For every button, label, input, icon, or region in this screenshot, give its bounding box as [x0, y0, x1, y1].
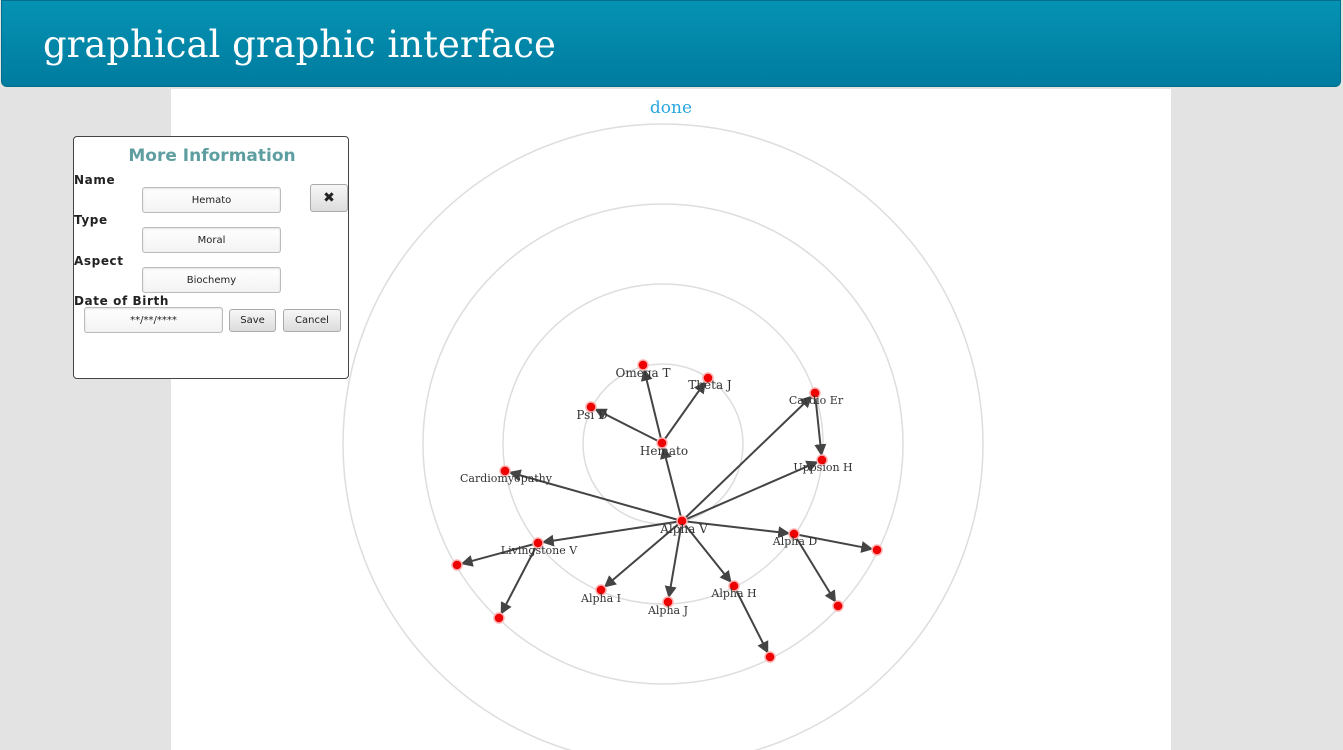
edge-livingstone-v-leaf-2: [500, 542, 539, 615]
node-label-hemato: Hemato: [640, 444, 688, 458]
node-theta-j[interactable]: [702, 372, 714, 384]
node-leaf-1[interactable]: [451, 559, 463, 571]
close-icon: ✖: [323, 190, 335, 206]
dob-input[interactable]: [84, 307, 223, 333]
edge-cardio-er-uppsion-h: [814, 392, 827, 457]
name-input[interactable]: [142, 187, 281, 213]
node-label-alpha-h: Alpha H: [710, 587, 756, 600]
edge-alpha-v-alpha-i: [603, 520, 683, 588]
dob-label: Date of Birth: [74, 294, 170, 308]
node-uppsion-h[interactable]: [816, 454, 828, 466]
edge-livingstone-v-leaf-1: [460, 542, 539, 567]
node-label-alpha-i: Alpha I: [580, 592, 621, 605]
node-label-theta-j: Theta J: [688, 378, 732, 392]
node-leaf-4[interactable]: [871, 544, 883, 556]
graph-labels: Alpha V Hemato Omega T Theta J Psi D Cardio E…: [460, 366, 853, 617]
node-label-cardiomyopathy: Cardiomyopathy: [460, 472, 553, 485]
more-information-panel: More Information Name ✖ Type Aspect Date…: [73, 136, 349, 379]
save-button[interactable]: Save: [229, 309, 276, 332]
status-text: done: [649, 98, 693, 118]
node-leaf-2[interactable]: [493, 612, 505, 624]
radial-rings: [342, 123, 984, 750]
edge-alpha-v-cardiomyopathy: [508, 469, 683, 522]
node-cardiomyopathy[interactable]: [499, 465, 511, 477]
node-alpha-h[interactable]: [728, 580, 740, 592]
ring-4: [342, 123, 984, 750]
ring-3: [422, 203, 904, 685]
graph-nodes[interactable]: [451, 359, 883, 663]
type-label: Type: [74, 213, 108, 227]
node-hemato[interactable]: [656, 437, 668, 449]
edge-hemato-psi-d: [594, 408, 663, 444]
aspect-label: Aspect: [74, 254, 124, 268]
aspect-input[interactable]: [142, 267, 281, 293]
node-label-omega-t: Omega T: [616, 366, 671, 380]
node-alpha-i[interactable]: [595, 584, 607, 596]
edge-alpha-v-livingstone-v: [541, 520, 683, 547]
node-psi-d[interactable]: [585, 401, 597, 413]
node-leaf-5[interactable]: [832, 600, 844, 612]
edge-alpha-v-cardio-er: [681, 395, 813, 522]
edge-alpha-v-hemato: [660, 446, 683, 522]
graph-edges: [460, 368, 874, 654]
edge-alpha-h-leaf-3: [733, 585, 769, 654]
node-leaf-3[interactable]: [764, 651, 776, 663]
cancel-button[interactable]: Cancel: [283, 309, 341, 332]
node-alpha-d[interactable]: [788, 528, 800, 540]
node-label-uppsion-h: Uppsion H: [793, 461, 852, 474]
node-cardio-er[interactable]: [809, 387, 821, 399]
node-label-alpha-v: Alpha V: [659, 522, 708, 536]
name-label: Name: [74, 173, 116, 187]
node-label-alpha-d: Alpha D: [772, 535, 818, 548]
edge-alpha-v-alpha-d: [681, 520, 791, 539]
type-input[interactable]: [142, 227, 281, 253]
node-alpha-j[interactable]: [662, 596, 674, 608]
edge-alpha-v-alpha-j: [664, 520, 683, 599]
node-label-alpha-j: Alpha J: [647, 604, 688, 617]
close-button[interactable]: ✖: [310, 184, 348, 212]
edge-alpha-d-leaf-4: [793, 533, 874, 553]
node-alpha-v[interactable]: [676, 515, 688, 527]
node-label-livingstone-v: Livingstone V: [501, 544, 578, 557]
node-livingstone-v[interactable]: [532, 537, 544, 549]
app-header: graphical graphic interface: [1, 0, 1341, 87]
edge-hemato-omega-t: [640, 368, 663, 444]
node-label-cardio-er: Cardio Er: [789, 394, 844, 407]
edge-alpha-d-leaf-5: [793, 533, 837, 603]
node-omega-t[interactable]: [637, 359, 649, 371]
edge-alpha-v-uppsion-h: [681, 460, 819, 522]
edge-alpha-v-alpha-h: [681, 520, 732, 584]
panel-title: More Information: [128, 146, 296, 166]
node-label-psi-d: Psi D: [576, 408, 607, 422]
edge-hemato-theta-j: [661, 381, 706, 444]
app-title: graphical graphic interface: [43, 23, 556, 66]
